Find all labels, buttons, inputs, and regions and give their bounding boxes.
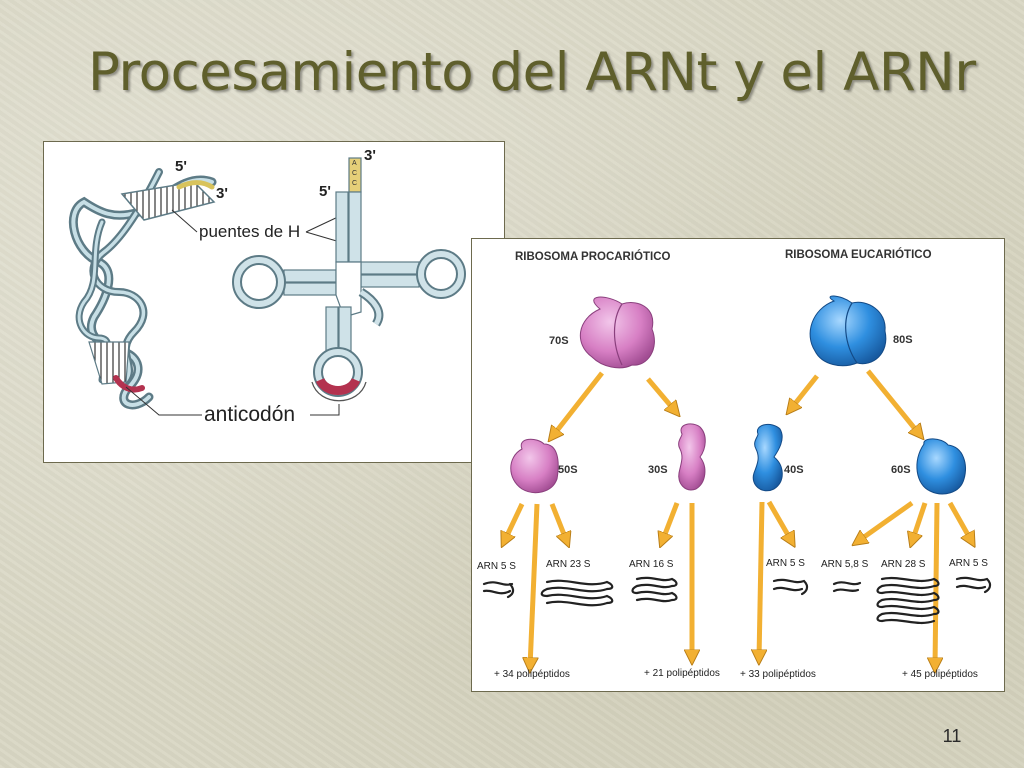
- label-5prime-left: 5': [175, 158, 187, 175]
- label-anticodon: anticodón: [204, 403, 295, 426]
- hbond-leader-right-2: [305, 231, 341, 243]
- ribosome-70s: [579, 296, 655, 369]
- squiggle-pro-arn5s: [482, 581, 515, 599]
- label-60s: 60S: [891, 464, 911, 476]
- trna-cloverleaf: [232, 157, 466, 402]
- label-70s: 70S: [549, 335, 569, 347]
- anticodon-leader-right: [310, 404, 340, 416]
- label-euk-arn5s-a: ARN 5 S: [766, 558, 805, 569]
- squiggle-pro-arn23s: [540, 579, 614, 607]
- trna-diagram: 5' 3' puentes de H 3' 5' A: [68, 147, 466, 426]
- label-3prime-right: 3': [364, 147, 376, 164]
- arrow-80s-to-60s: [866, 369, 920, 435]
- label-pep-euk-small: + 33 polipéptidos: [740, 669, 816, 680]
- arrow-60s-to-arn28s: [912, 502, 928, 542]
- label-euk-arn28s: ARN 28 S: [881, 559, 926, 570]
- label-50s: 50S: [558, 464, 578, 476]
- hbond-leader-right-1: [305, 215, 341, 233]
- ribosome-diagram: RIBOSOMA PROCARIÓTICO RIBOSOMA EUCARIÓTI…: [477, 248, 992, 680]
- trna-3d-structure: [68, 168, 217, 410]
- label-40s: 40S: [784, 464, 804, 476]
- arrow-60s-to-arn5s: [947, 501, 972, 542]
- arrow-80s-to-40s: [790, 374, 819, 410]
- label-pro-arn16s: ARN 16 S: [629, 559, 674, 570]
- arrow-50s-to-arn5s: [504, 502, 525, 542]
- label-pep-euk-large: + 45 polipéptidos: [902, 669, 978, 680]
- ribosome-panel: RIBOSOMA PROCARIÓTICO RIBOSOMA EUCARIÓTI…: [471, 238, 1005, 692]
- label-euk-arn5s-b: ARN 5 S: [949, 558, 988, 569]
- squiggle-euk-arn5s-b: [955, 576, 992, 594]
- heading-eukaryotic: RIBOSOMA EUCARIÓTICO: [785, 248, 932, 261]
- arrow-70s-to-50s: [552, 371, 604, 437]
- acceptor-base-2: C: [352, 170, 357, 177]
- heading-prokaryotic: RIBOSOMA PROCARIÓTICO: [515, 250, 671, 263]
- ribosome-30s: [678, 423, 706, 491]
- arrow-30s-to-arn16s: [662, 502, 680, 542]
- anticodon-leader-left: [125, 386, 202, 416]
- squiggle-pro-arn16s: [631, 576, 678, 603]
- label-pep-pro-large: + 34 polipéptidos: [494, 669, 570, 680]
- acceptor-base-3: C: [352, 180, 357, 187]
- label-80s: 80S: [893, 334, 913, 346]
- ribosome-80s: [809, 295, 887, 367]
- label-euk-arn58s: ARN 5,8 S: [821, 559, 869, 570]
- arrow-60s-to-arn58s: [857, 500, 914, 542]
- squiggle-euk-arn28s: [876, 576, 940, 625]
- arrow-70s-to-30s: [646, 377, 676, 412]
- ribosome-40s: [752, 423, 783, 492]
- acceptor-base-1: A: [352, 160, 357, 167]
- label-pro-arn23s: ARN 23 S: [546, 559, 591, 570]
- squiggle-euk-arn5s-a: [772, 578, 809, 596]
- trna-panel: 5' 3' puentes de H 3' 5' A: [43, 141, 505, 463]
- slide-number: 11: [942, 726, 962, 746]
- label-pep-pro-small: + 21 polipéptidos: [644, 668, 720, 679]
- hbond-leader-left: [171, 209, 198, 233]
- ribosome-60s: [916, 438, 966, 495]
- label-hbonds: puentes de H: [199, 222, 300, 241]
- label-30s: 30S: [648, 464, 668, 476]
- label-3prime-left: 3': [216, 185, 228, 202]
- arrow-50s-to-arn23s: [549, 503, 567, 542]
- label-5prime-right: 5': [319, 183, 331, 200]
- squiggle-euk-arn58s: [832, 581, 862, 593]
- label-pro-arn5s: ARN 5 S: [477, 561, 516, 572]
- arrow-40s-to-polypeptides: [759, 501, 762, 659]
- slide-title: Procesamiento del ARNt y el ARNr: [88, 42, 976, 103]
- ribosome-50s: [510, 438, 559, 494]
- arrow-50s-to-polypeptides: [530, 503, 540, 667]
- arrow-40s-to-arn18s: [766, 500, 792, 542]
